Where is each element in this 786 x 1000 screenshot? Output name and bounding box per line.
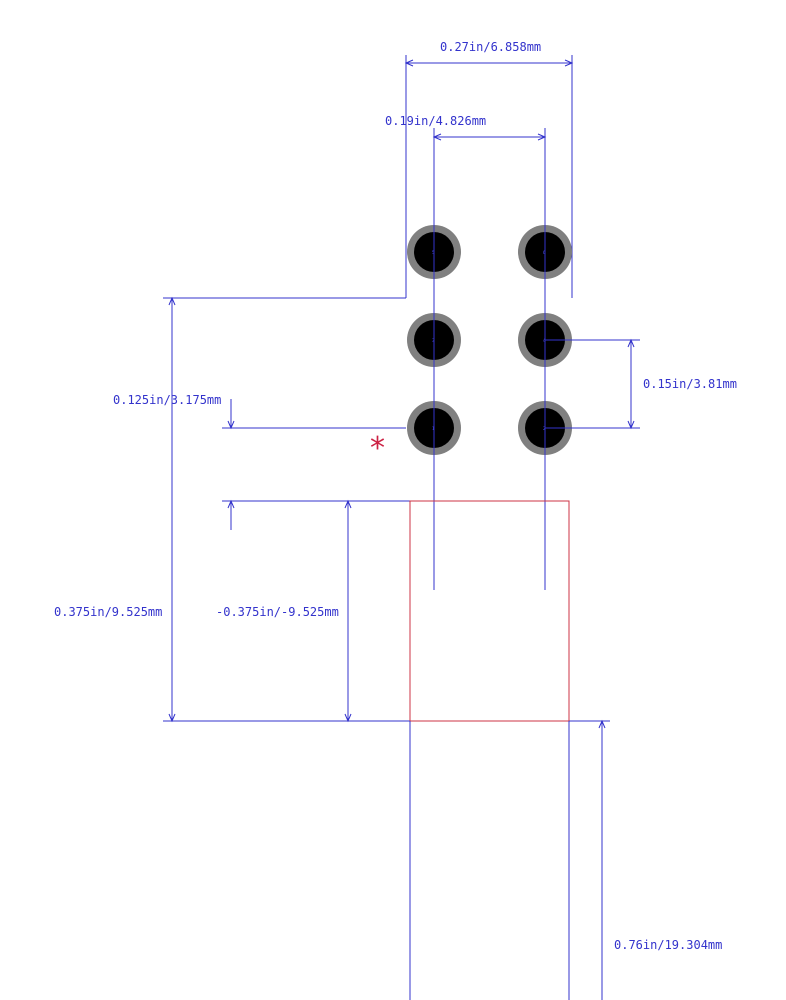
pin-pitch-label: 0.15in/3.81mm	[643, 377, 737, 391]
dimension-body-height-neg: -0.375in/-9.525mm	[216, 499, 352, 723]
pin1-offset-label: 0.125in/3.175mm	[113, 393, 221, 407]
pin1-marker-icon: *	[370, 431, 385, 466]
overall-width-label: 0.27in/6.858mm	[440, 40, 541, 54]
lead-length-label: 0.76in/19.304mm	[614, 938, 722, 952]
pin-span-label: 0.19in/4.826mm	[385, 114, 486, 128]
component-body-outline	[409, 500, 570, 722]
body-height-neg-label: -0.375in/-9.525mm	[216, 605, 339, 619]
body-height-label: 0.375in/9.525mm	[54, 605, 162, 619]
dimension-lead-length: 0.76in/19.304mm	[598, 719, 722, 1000]
dimension-pin-pitch: 0.15in/3.81mm	[545, 338, 737, 430]
dimension-pin-span: 0.19in/4.826mm	[385, 114, 547, 590]
dimension-overall-width: 0.27in/6.858mm	[404, 40, 574, 298]
dimension-pin1-offset: 0.125in/3.175mm	[113, 393, 235, 530]
dimension-body-height: 0.375in/9.525mm	[54, 296, 176, 723]
